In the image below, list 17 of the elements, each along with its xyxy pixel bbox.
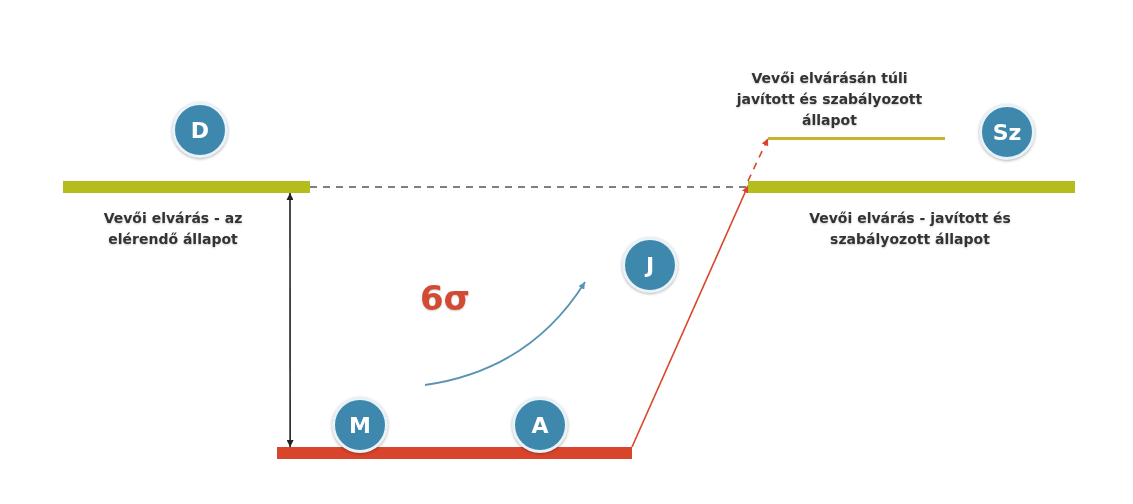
phase-circle: M: [332, 397, 388, 453]
double-arrow: [286, 192, 294, 448]
level-caption: Vevői elvárás - az elérendő állapot: [102, 209, 244, 249]
level-caption: Vevői elvárás - javított és szabályozott állapot: [808, 209, 1012, 249]
phase-circle: Sz: [979, 104, 1035, 160]
arrow: [631, 185, 749, 448]
level-caption: Vevői elvárásán túli javított és szabályozott állapot: [735, 69, 924, 130]
level-bar: [748, 181, 1075, 193]
phase-circle: J: [622, 237, 678, 293]
dashed-line: [309, 186, 749, 188]
phase-circle: A: [512, 397, 568, 453]
level-bar: [63, 181, 310, 193]
level-bar: [277, 447, 632, 459]
dashed-arrow: [747, 137, 769, 182]
level-bar: [768, 137, 945, 140]
phase-circle: D: [172, 102, 228, 158]
sigma-label: 6σ: [418, 278, 472, 318]
